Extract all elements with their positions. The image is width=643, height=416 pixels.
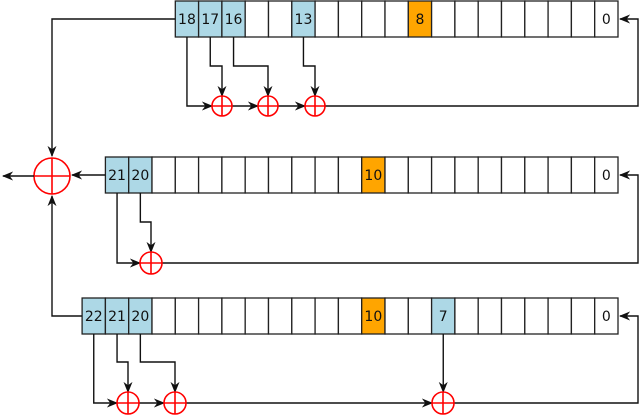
xor-gate-r3-1 <box>163 391 187 415</box>
register-cell <box>524 156 549 194</box>
register-cell <box>291 156 316 194</box>
register-cell <box>151 156 176 194</box>
register-cell <box>244 156 270 194</box>
tap-wire-16 <box>232 37 273 98</box>
register-cell <box>547 0 573 38</box>
tap-wire-20 <box>139 193 156 254</box>
register-cell <box>570 156 596 194</box>
bit-label-13: 13 <box>295 12 313 28</box>
register-cell <box>221 297 246 335</box>
register-cell <box>407 297 433 335</box>
register-cell <box>314 0 340 38</box>
feedback-wire-r3 <box>454 311 639 404</box>
tap-wire-21 <box>116 334 133 394</box>
feedback-wire-r2 <box>162 170 639 264</box>
register-cell <box>384 156 409 194</box>
xor-gate-r1-0 <box>211 95 233 117</box>
register-cell <box>500 156 526 194</box>
output-wire-r1 <box>47 18 176 158</box>
bit-label-7: 7 <box>439 309 448 325</box>
output-xor-gate <box>33 157 71 195</box>
register-cell <box>454 0 479 38</box>
register-cell <box>267 156 293 194</box>
register-r3: 22 21 20 10 7 0 <box>81 297 619 335</box>
register-cell <box>547 297 573 335</box>
register-cell <box>197 297 223 335</box>
bit-label-20: 20 <box>131 168 149 184</box>
register-cell <box>477 297 503 335</box>
register-cell <box>314 156 340 194</box>
bit-label-0: 0 <box>602 309 611 325</box>
feedback-wire-r1 <box>325 14 639 107</box>
register-cell <box>570 0 596 38</box>
register-cell <box>547 156 573 194</box>
xor-gate-r2-0 <box>139 251 163 275</box>
bit-label-10: 10 <box>364 168 382 184</box>
bit-label-16: 16 <box>225 12 243 28</box>
tap-wire-13 <box>302 37 320 98</box>
register-r2: 21 20 10 0 <box>104 156 619 194</box>
bit-label-0: 0 <box>602 168 611 184</box>
tap-wire-18 <box>186 37 214 111</box>
register-cell <box>244 297 270 335</box>
bit-label-22: 22 <box>85 309 103 325</box>
register-r1: 18 17 16 13 8 0 <box>174 0 619 38</box>
xor-gate-r1-2 <box>304 95 326 117</box>
bit-label-20: 20 <box>131 309 149 325</box>
register-cell <box>174 156 200 194</box>
xor-gate-r3-2 <box>431 391 455 415</box>
register-cell <box>337 156 363 194</box>
bit-label-10: 10 <box>364 309 382 325</box>
tap-wire-17 <box>209 37 227 98</box>
register-cell <box>524 0 549 38</box>
register-cell <box>267 297 293 335</box>
register-cell <box>267 0 293 38</box>
register-cell <box>454 297 479 335</box>
register-cell <box>430 0 456 38</box>
bit-label-17: 17 <box>201 12 219 28</box>
register-cell <box>384 0 409 38</box>
register-cell <box>524 297 549 335</box>
register-cell <box>594 297 619 335</box>
register-cell <box>430 156 456 194</box>
tap-wire-21 <box>116 193 142 268</box>
register-cell <box>454 156 479 194</box>
bit-label-0: 0 <box>602 12 611 28</box>
register-cell <box>221 156 246 194</box>
register-cell <box>244 0 270 38</box>
tap-wire-22 <box>93 334 119 408</box>
bit-label-18: 18 <box>178 12 196 28</box>
register-cell <box>314 297 340 335</box>
register-cell <box>151 297 176 335</box>
register-cell <box>174 297 200 335</box>
register-cell <box>500 297 526 335</box>
register-cell <box>291 297 316 335</box>
bit-label-8: 8 <box>415 12 424 28</box>
register-cell <box>361 0 386 38</box>
tap-wire-20 <box>139 334 180 394</box>
register-cell <box>477 156 503 194</box>
xor-gate-r1-1 <box>257 95 279 117</box>
register-cell <box>594 156 619 194</box>
register-cell <box>337 0 363 38</box>
xor-gate-r3-0 <box>116 391 140 415</box>
register-cell <box>337 297 363 335</box>
register-cell <box>384 297 409 335</box>
bit-label-21: 21 <box>108 309 126 325</box>
register-cell <box>570 297 596 335</box>
register-cell <box>477 0 503 38</box>
register-cell <box>407 156 433 194</box>
register-cell <box>197 156 223 194</box>
register-cell <box>500 0 526 38</box>
register-cell <box>594 0 619 38</box>
output-wire-r3 <box>47 194 83 317</box>
bit-label-21: 21 <box>108 168 126 184</box>
